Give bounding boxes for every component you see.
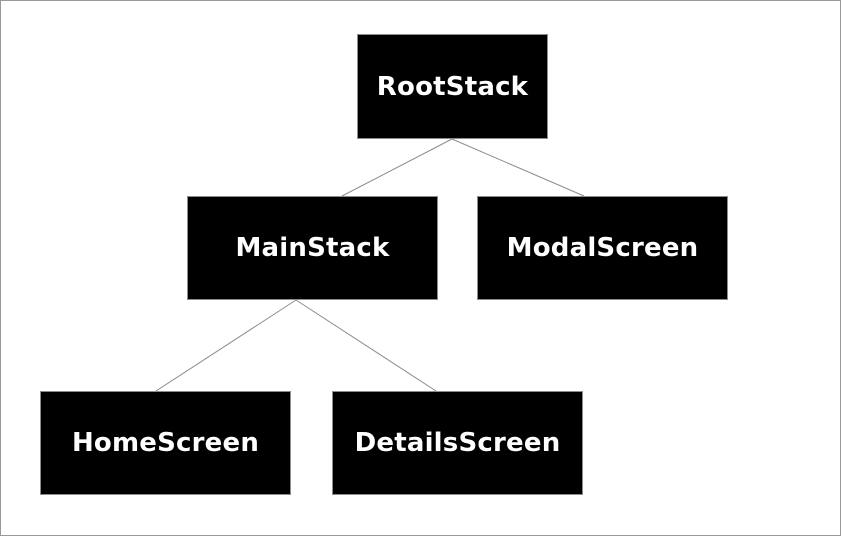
node-detailsscreen[interactable]: DetailsScreen: [332, 391, 583, 495]
node-modalscreen[interactable]: ModalScreen: [477, 196, 728, 300]
edge-root-to-modal: [451, 138, 585, 197]
node-mainstack[interactable]: MainStack: [187, 196, 438, 300]
node-rootstack[interactable]: RootStack: [357, 34, 548, 139]
edge-root-to-main: [341, 138, 453, 197]
node-homescreen[interactable]: HomeScreen: [40, 391, 291, 495]
node-label-detailsscreen: DetailsScreen: [354, 428, 561, 458]
edge-main-to-details: [295, 299, 437, 392]
node-label-modalscreen: ModalScreen: [506, 233, 699, 263]
node-label-rootstack: RootStack: [376, 71, 529, 102]
edge-main-to-home: [155, 299, 297, 392]
node-label-homescreen: HomeScreen: [71, 428, 260, 458]
node-label-mainstack: MainStack: [235, 233, 390, 263]
